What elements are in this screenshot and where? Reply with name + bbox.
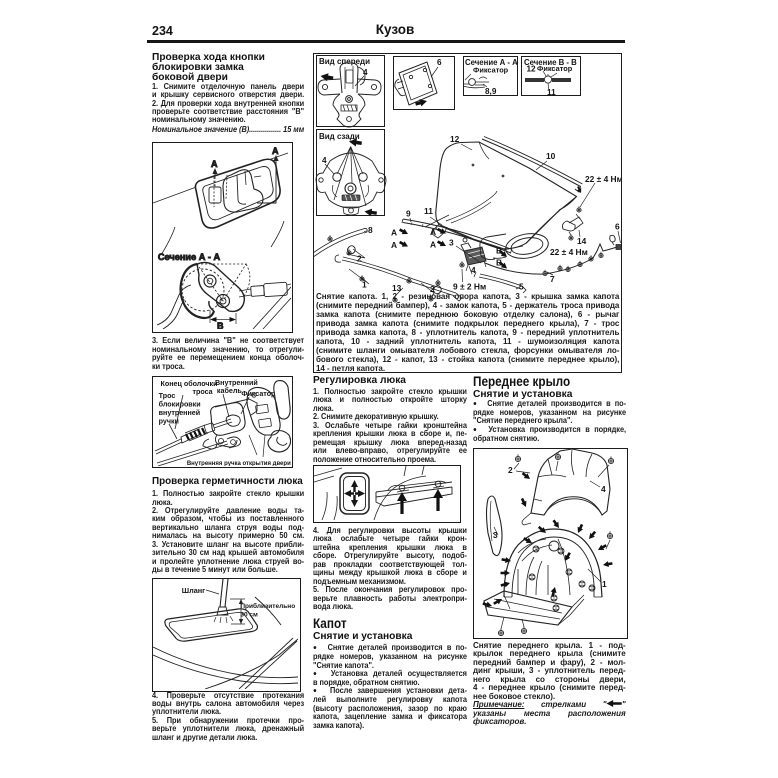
svg-text:А: А bbox=[272, 146, 279, 156]
svg-text:В: В bbox=[496, 245, 502, 255]
svg-text:Внутренний: Внутренний bbox=[215, 378, 258, 387]
svg-text:6: 6 bbox=[615, 221, 620, 231]
svg-text:Шланг: Шланг bbox=[182, 586, 205, 595]
svg-text:Приблизительно: Приблизительно bbox=[240, 602, 295, 610]
svg-text:4: 4 bbox=[601, 484, 606, 494]
svg-text:11: 11 bbox=[547, 88, 556, 97]
svg-text:троса: троса bbox=[192, 387, 213, 396]
svg-text:В: В bbox=[217, 321, 224, 329]
svg-text:Фиксатор: Фиксатор bbox=[241, 389, 276, 398]
svg-text:Сечение А - А: Сечение А - А bbox=[158, 252, 221, 262]
svg-text:2: 2 bbox=[430, 284, 435, 294]
svg-text:8: 8 bbox=[368, 225, 373, 235]
svg-text:5: 5 bbox=[519, 281, 524, 291]
svg-text:1: 1 bbox=[362, 279, 367, 289]
svg-text:11: 11 bbox=[424, 206, 433, 216]
svg-text:3: 3 bbox=[493, 530, 498, 540]
svg-text:4: 4 bbox=[322, 156, 327, 165]
svg-text:2: 2 bbox=[508, 465, 513, 475]
svg-text:30 см: 30 см bbox=[240, 611, 258, 618]
svg-text:Фиксатор: Фиксатор bbox=[473, 65, 509, 74]
svg-text:В: В bbox=[496, 257, 502, 267]
svg-text:А: А bbox=[430, 239, 436, 249]
svg-text:Внутренняя ручка открытия двер: Внутренняя ручка открытия двери bbox=[187, 460, 291, 466]
svg-text:А: А bbox=[391, 227, 397, 237]
svg-text:4: 4 bbox=[363, 68, 368, 77]
svg-text:10: 10 bbox=[546, 151, 556, 161]
svg-text:9: 9 bbox=[406, 208, 411, 218]
svg-text:4: 4 bbox=[471, 265, 476, 275]
svg-text:9 ± 2 Нм: 9 ± 2 Нм bbox=[453, 281, 486, 291]
svg-text:3: 3 bbox=[449, 237, 454, 247]
svg-text:12: 12 bbox=[450, 134, 460, 144]
svg-text:внутренней: внутренней bbox=[159, 408, 201, 417]
svg-text:14: 14 bbox=[577, 236, 587, 246]
svg-text:12: 12 bbox=[527, 64, 537, 73]
svg-text:7: 7 bbox=[550, 274, 555, 284]
svg-text:Конец оболочки: Конец оболочки bbox=[161, 379, 218, 388]
svg-text:13: 13 bbox=[392, 283, 402, 293]
svg-text:8,9: 8,9 bbox=[485, 87, 497, 96]
svg-text:22 ± 4 Нм: 22 ± 4 Нм bbox=[585, 174, 621, 184]
svg-text:1: 1 bbox=[602, 579, 607, 589]
svg-text:ручки: ручки bbox=[159, 416, 180, 425]
svg-text:2: 2 bbox=[357, 253, 362, 263]
svg-text:22 ± 4 Нм: 22 ± 4 Нм bbox=[550, 247, 588, 257]
svg-text:кабель: кабель bbox=[217, 386, 242, 395]
svg-text:А: А bbox=[391, 240, 397, 250]
svg-text:Фиксатор: Фиксатор bbox=[537, 63, 573, 72]
svg-text:6: 6 bbox=[437, 58, 442, 67]
svg-text:Трос: Трос bbox=[159, 391, 176, 400]
svg-text:А: А bbox=[211, 159, 218, 169]
svg-text:блокировки: блокировки bbox=[159, 399, 201, 408]
svg-text:А: А bbox=[430, 227, 436, 237]
